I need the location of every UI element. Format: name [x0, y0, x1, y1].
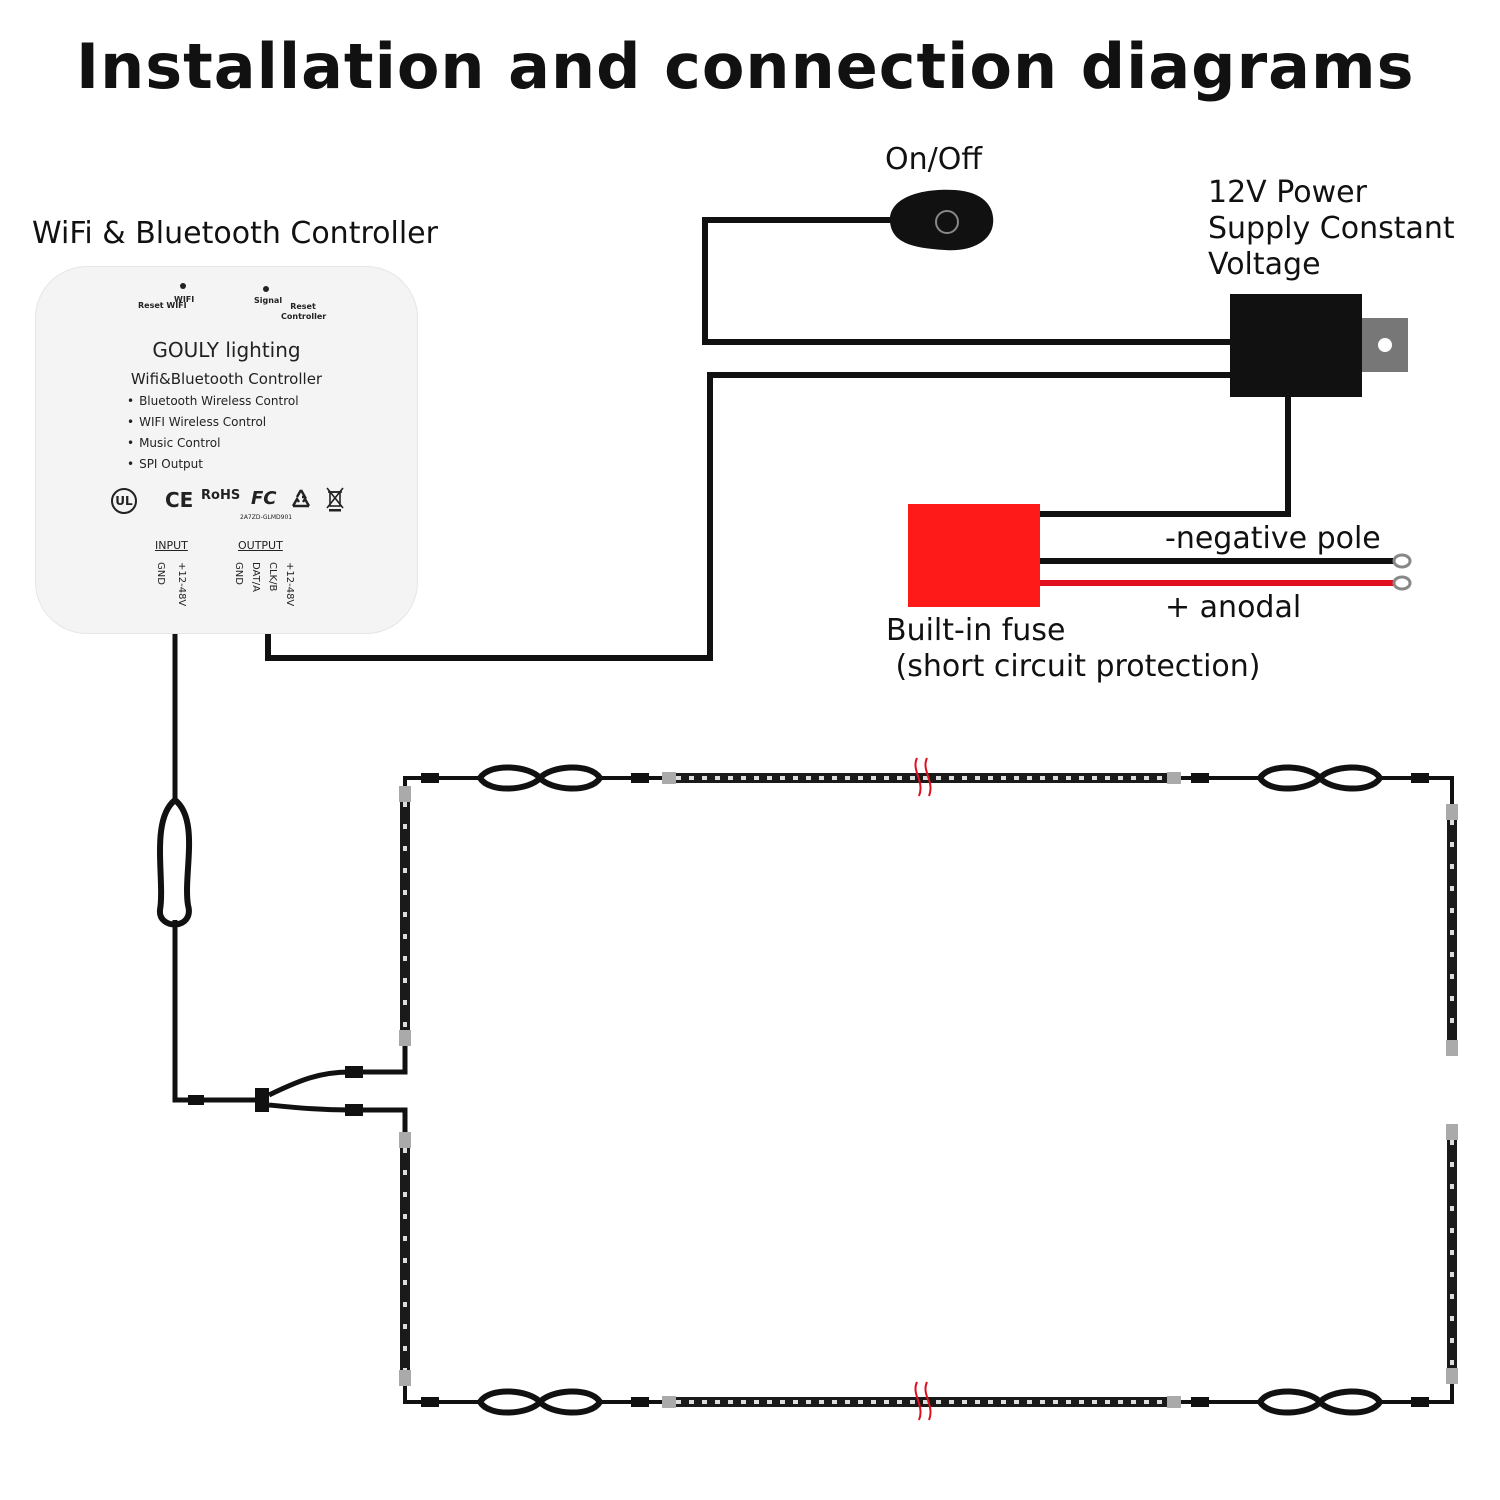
- weee-bin-icon: [326, 487, 344, 512]
- wire-connector: [421, 1397, 439, 1407]
- led-strip-horizontal: [668, 1397, 1175, 1407]
- output-pin-gnd: GND: [233, 562, 244, 585]
- controller-box: Reset WIFI WIFI Signal Reset Controller …: [35, 266, 418, 634]
- power-switch-icon: [889, 189, 994, 251]
- output-wire: [265, 372, 1232, 661]
- wifi-led-icon: [180, 283, 186, 289]
- wire-connector: [631, 1397, 649, 1407]
- positive-pole-label: + anodal: [1165, 590, 1302, 625]
- strip-end-cap: [1446, 1368, 1458, 1384]
- feature-item: Music Control: [127, 436, 220, 450]
- psu-label-line: 12V Power: [1208, 175, 1367, 210]
- strip-end-cap: [399, 1370, 411, 1386]
- page-title: Installation and connection diagrams: [76, 30, 1415, 103]
- strip-end-cap: [1167, 772, 1181, 784]
- switch-wire: [702, 217, 1232, 345]
- ce-mark: CE: [165, 488, 194, 512]
- wire-connector: [421, 773, 439, 783]
- input-header: INPUT: [155, 539, 188, 552]
- signal-led-label: Signal: [254, 296, 283, 305]
- reset-wifi-label: Reset WIFI: [138, 301, 187, 310]
- controller-label: WiFi & Bluetooth Controller: [32, 216, 438, 251]
- splitter-branch-bottom: [268, 1102, 408, 1140]
- wire-coil-icon: [1256, 764, 1384, 792]
- strip-end-cap: [1446, 1040, 1458, 1056]
- psu-label-line: Voltage: [1208, 247, 1321, 282]
- output-pin-power: +12-48V: [284, 562, 295, 607]
- switch-label: On/Off: [885, 142, 983, 177]
- splitter: [255, 1088, 269, 1112]
- psu-fuse-wire: [1040, 397, 1291, 517]
- ring-terminal-icon: [1392, 553, 1412, 591]
- wifi-led-label: WIFI: [174, 295, 195, 304]
- output-pin-clock: CLK/B: [267, 562, 278, 592]
- strip-end-cap: [662, 1396, 676, 1408]
- wire-connector: [1411, 1397, 1429, 1407]
- fuse-label-line: (short circuit protection): [886, 649, 1261, 684]
- wire-coil-icon: [476, 764, 604, 792]
- model-number: 2A7ZD-GLMD901: [240, 514, 293, 521]
- brand-name: GOULY lighting: [152, 338, 301, 362]
- psu-label-line: Supply Constant: [1208, 211, 1455, 246]
- wire-coil-icon: [1256, 1388, 1384, 1416]
- strip-end-cap: [1167, 1396, 1181, 1408]
- strip-end-cap: [1446, 804, 1458, 820]
- fuse-block: [908, 504, 1040, 607]
- strip-end-cap: [399, 1030, 411, 1046]
- recycle-icon: [291, 489, 311, 508]
- reset-controller-label: Reset Controller: [281, 302, 327, 321]
- wire-coil-icon: [476, 1388, 604, 1416]
- feature-item: WIFI Wireless Control: [127, 415, 266, 429]
- strip-end-cap: [399, 1132, 411, 1148]
- strip-end-cap: [399, 786, 411, 802]
- controller-subtitle: Wifi&Bluetooth Controller: [130, 370, 323, 388]
- input-pin-power: +12-48V: [176, 562, 187, 607]
- power-supply-label: 12V Power Supply Constant Voltage: [1208, 175, 1455, 283]
- feature-item: Bluetooth Wireless Control: [127, 394, 298, 408]
- signal-led-icon: [263, 286, 269, 292]
- output-pin-data: DAT/A: [250, 562, 261, 592]
- ul-mark: UL: [111, 488, 137, 514]
- wire-connector: [1191, 773, 1209, 783]
- mounting-hole-icon: [1378, 338, 1392, 352]
- fuse-label: Built-in fuse (short circuit protection): [886, 613, 1260, 685]
- wire-coil-icon: [157, 796, 193, 928]
- output-header: OUTPUT: [238, 539, 283, 552]
- wire-connector: [1411, 773, 1429, 783]
- strip-end-cap: [662, 772, 676, 784]
- break-mark-icon: [914, 1381, 932, 1421]
- splitter-branch-top: [267, 1040, 408, 1098]
- power-supply: [1230, 294, 1362, 397]
- strip-end-cap: [1446, 1124, 1458, 1140]
- negative-pole-label: -negative pole: [1165, 521, 1381, 556]
- feature-item: SPI Output: [127, 457, 203, 471]
- input-pin-gnd: GND: [155, 562, 166, 585]
- input-wire: [172, 920, 258, 1103]
- fcc-mark: FC: [251, 488, 277, 509]
- wire-connector: [631, 773, 649, 783]
- break-mark-icon: [914, 757, 932, 797]
- wire-connector: [1191, 1397, 1209, 1407]
- led-strip-horizontal: [668, 773, 1175, 783]
- rohs-mark: RoHS: [201, 488, 241, 503]
- fuse-label-line: Built-in fuse: [886, 613, 1066, 648]
